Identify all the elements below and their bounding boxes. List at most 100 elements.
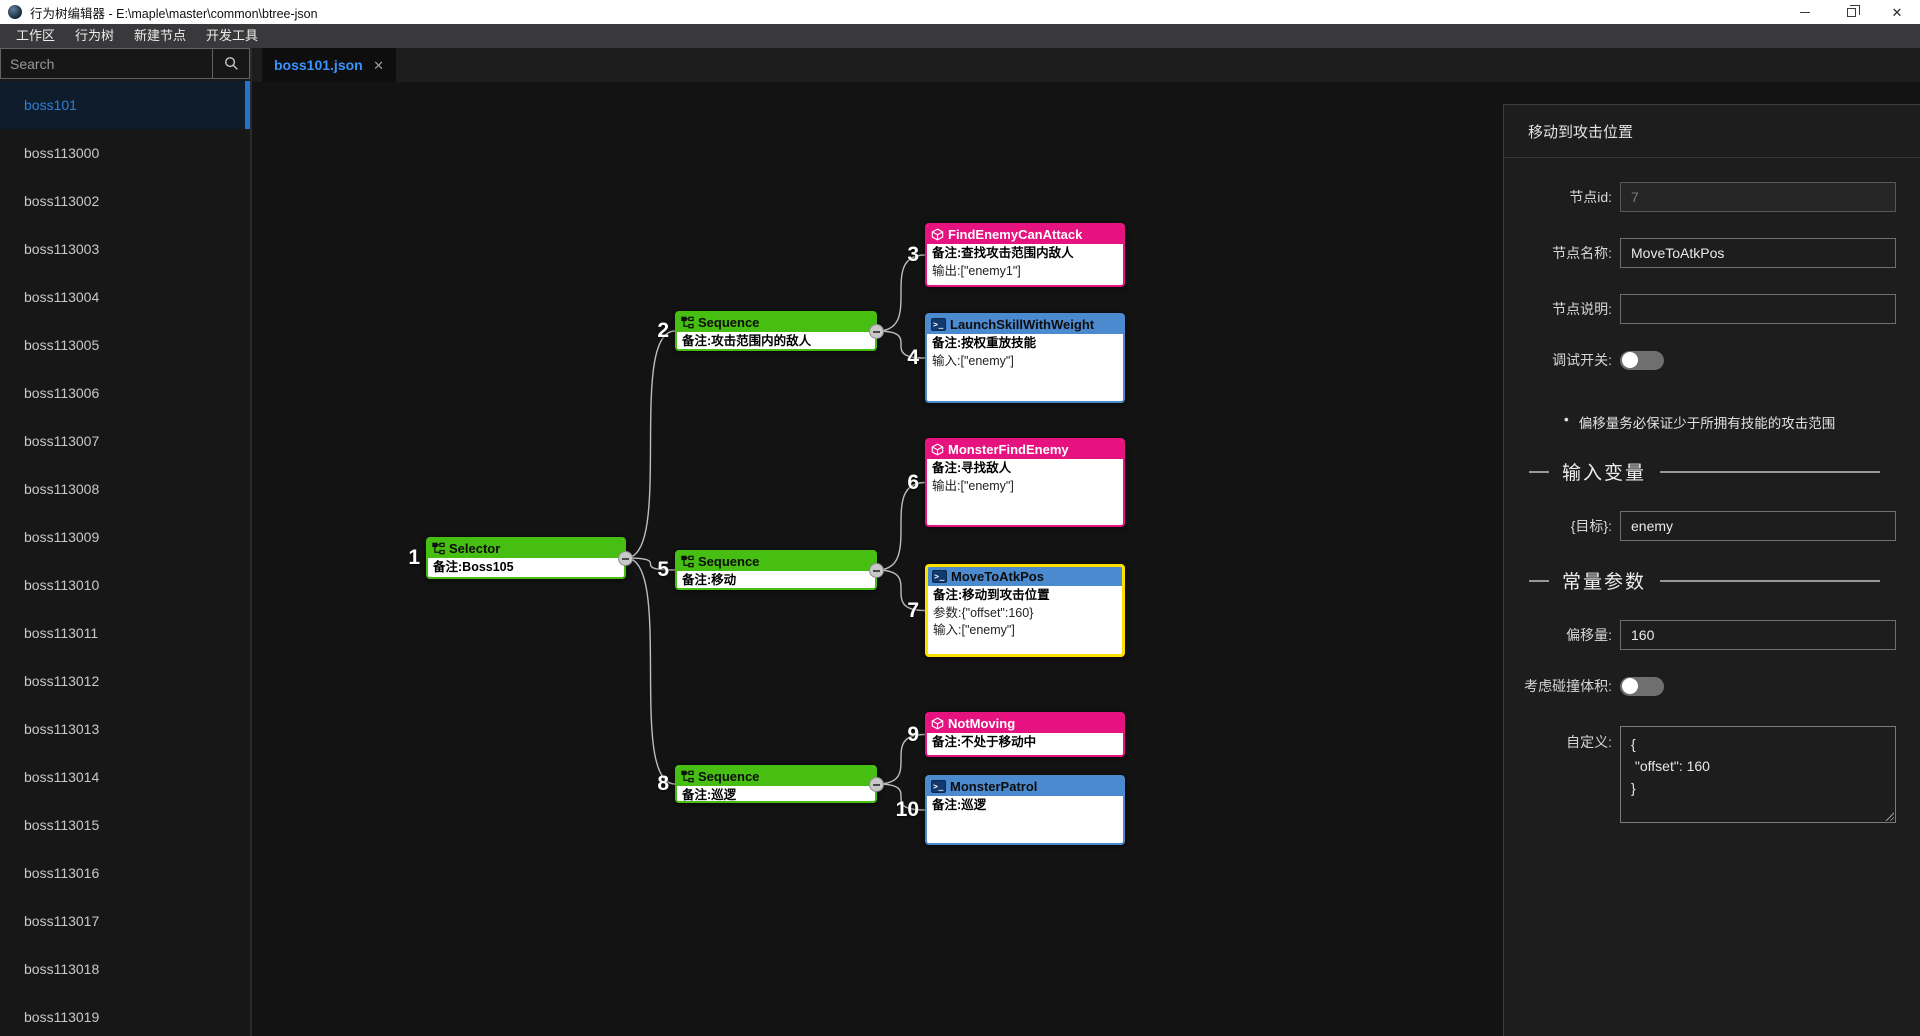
target-field[interactable] <box>1620 511 1896 541</box>
app-logo-icon <box>8 5 22 19</box>
collapse-minus-icon[interactable] <box>869 323 884 339</box>
collision-toggle[interactable] <box>1620 676 1664 696</box>
sidebar-item-boss113018[interactable]: boss113018 <box>0 945 250 993</box>
sidebar-item-boss113008[interactable]: boss113008 <box>0 465 250 513</box>
node-order-number: 6 <box>907 470 919 494</box>
custom-textarea[interactable]: { "offset": 160 } <box>1620 726 1896 823</box>
panel-title: 移动到攻击位置 <box>1504 105 1920 158</box>
sidebar-item-boss113002[interactable]: boss113002 <box>0 177 250 225</box>
menu-item-开发工具[interactable]: 开发工具 <box>206 28 259 43</box>
search-button[interactable] <box>213 48 250 79</box>
edge-8-10 <box>876 783 926 811</box>
sidebar-item-label: boss113018 <box>24 961 100 977</box>
sidebar-item-label: boss113008 <box>24 481 100 497</box>
node-title: MonsterPatrol <box>950 779 1038 794</box>
collapse-minus-icon[interactable] <box>869 776 884 792</box>
node-line: 备注:寻找敌人 <box>932 461 1012 475</box>
node-name-field[interactable] <box>1620 238 1896 268</box>
node-title: MonsterFindEnemy <box>948 442 1069 457</box>
collapse-minus-icon[interactable] <box>869 562 884 578</box>
behavior-tree-list: boss101 boss113000 boss113002 boss113003 bos… <box>0 79 250 1036</box>
node-order-number: 3 <box>907 243 919 266</box>
node-header: >_LaunchSkillWithWeight <box>927 315 1123 335</box>
sidebar-item-label: boss113004 <box>24 289 100 305</box>
close-button[interactable]: ✕ <box>1874 0 1920 24</box>
node-order-number: 8 <box>657 772 669 795</box>
bt-node-Sequence[interactable]: Sequence 备注:巡逻 <box>675 765 877 803</box>
properties-panel: 移动到攻击位置 节点id: 节点名称: 节点说明: <box>1503 104 1920 1036</box>
tab-close-icon[interactable]: ✕ <box>373 57 384 73</box>
edge-8-9 <box>876 733 926 785</box>
node-desc-label: 节点说明: <box>1552 301 1612 317</box>
debug-toggle[interactable] <box>1620 350 1664 370</box>
node-line: 备注:巡逻 <box>682 788 737 802</box>
sidebar-item-label: boss113000 <box>24 145 100 161</box>
edge-2-3 <box>876 254 926 332</box>
node-order-number: 7 <box>907 598 919 622</box>
restore-button[interactable] <box>1828 0 1874 24</box>
menu-item-工作区[interactable]: 工作区 <box>16 28 56 43</box>
sidebar-item-label: boss113002 <box>24 193 100 209</box>
collapse-minus-icon[interactable] <box>618 550 633 566</box>
flowchart-icon <box>681 555 694 568</box>
offset-field[interactable] <box>1620 620 1896 650</box>
minimize-button[interactable] <box>1782 0 1828 24</box>
node-header: FindEnemyCanAttack <box>927 225 1123 245</box>
terminal-icon: >_ <box>932 570 947 583</box>
node-title: Sequence <box>698 769 760 784</box>
sidebar-item-boss113012[interactable]: boss113012 <box>0 657 250 705</box>
panel-body: 节点id: 节点名称: 节点说明: 调试开关: <box>1504 158 1920 823</box>
section-input-vars: 输入变量 <box>1529 458 1880 485</box>
node-name-label: 节点名称: <box>1552 245 1612 261</box>
sidebar-item-boss113003[interactable]: boss113003 <box>0 225 250 273</box>
search-input[interactable] <box>0 48 213 79</box>
custom-textarea-wrap: { "offset": 160 } <box>1620 726 1896 823</box>
sidebar-item-boss113010[interactable]: boss113010 <box>0 561 250 609</box>
toggle-knob <box>1622 352 1638 368</box>
node-title: FindEnemyCanAttack <box>948 227 1083 242</box>
sidebar-item-boss113009[interactable]: boss113009 <box>0 513 250 561</box>
sidebar-item-label: boss113015 <box>24 817 100 833</box>
custom-row: 自定义: { "offset": 160 } <box>1504 726 1896 823</box>
menu-item-行为树[interactable]: 行为树 <box>75 28 115 43</box>
node-desc-field[interactable] <box>1620 294 1896 324</box>
tab-boss101-json[interactable]: boss101.json ✕ <box>262 48 396 82</box>
terminal-icon: >_ <box>931 318 946 331</box>
sidebar-item-boss113014[interactable]: boss113014 <box>0 753 250 801</box>
node-order-number: 5 <box>657 558 669 581</box>
sidebar-item-boss113000[interactable]: boss113000 <box>0 129 250 177</box>
sidebar-item-boss113016[interactable]: boss113016 <box>0 849 250 897</box>
sidebar-item-boss113017[interactable]: boss113017 <box>0 897 250 945</box>
node-line: 输入:["enemy"] <box>932 353 1014 368</box>
menu-item-新建节点[interactable]: 新建节点 <box>134 28 187 43</box>
sidebar-item-boss113019[interactable]: boss113019 <box>0 993 250 1036</box>
sidebar-item-boss113005[interactable]: boss113005 <box>0 321 250 369</box>
node-header: Sequence <box>677 767 875 787</box>
sidebar-item-boss113015[interactable]: boss113015 <box>0 801 250 849</box>
sidebar-item-boss113013[interactable]: boss113013 <box>0 705 250 753</box>
edge-1-2 <box>625 330 676 559</box>
terminal-icon: >_ <box>932 570 947 583</box>
offset-label: 偏移量: <box>1566 627 1612 643</box>
sidebar-item-boss101[interactable]: boss101 <box>0 81 250 129</box>
sidebar-item-boss113006[interactable]: boss113006 <box>0 369 250 417</box>
node-line: 备注:按权重放技能 <box>932 336 1037 350</box>
sidebar-item-label: boss113011 <box>24 625 99 641</box>
bullet-icon: • <box>1564 412 1569 427</box>
sidebar-item-boss113011[interactable]: boss113011 <box>0 609 250 657</box>
sidebar-item-label: boss113010 <box>24 577 100 593</box>
target-row: {目标}: <box>1504 511 1896 541</box>
sidebar-item-boss113004[interactable]: boss113004 <box>0 273 250 321</box>
sidebar-item-boss113007[interactable]: boss113007 <box>0 417 250 465</box>
sidebar-item-label: boss113007 <box>24 433 100 449</box>
